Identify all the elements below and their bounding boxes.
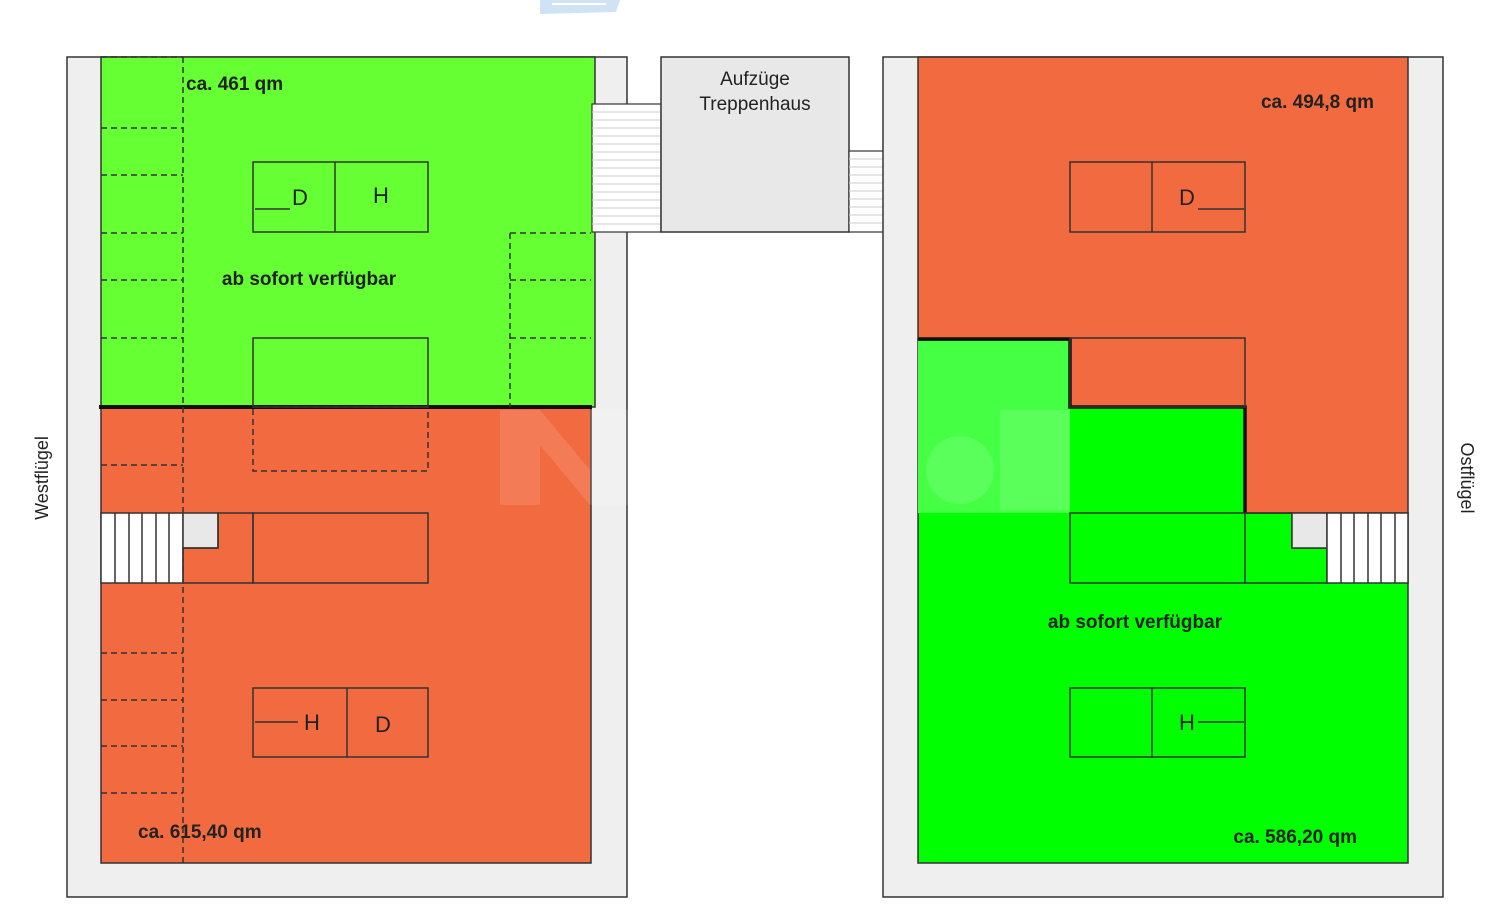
core-label-line1: Aufzüge [720,69,790,90]
east-wing-label: Ostflügel [1457,442,1477,513]
core-label-line2: Treppenhaus [699,94,810,115]
west-dashed-cubicles-right [509,232,591,407]
west-middle-block [252,337,429,408]
west-upper-fixture-block [252,161,429,233]
east-middle-room [1069,337,1246,408]
west-wing-label: Westflügel [32,436,52,520]
east-lower-fixture-block [1069,687,1246,758]
east-upper-area-label: ca. 494,8 qm [1261,92,1374,113]
west-lower-fixture-d-label: D [375,712,391,737]
watermark-text [500,410,1070,510]
west-lower-fixture-h-label: H [304,710,320,735]
core-elevators-stairwell [660,56,850,233]
west-lower-room [252,512,429,584]
west-bridge-hatched [591,103,662,233]
west-upper-area-label: ca. 461 qm [186,74,283,95]
east-lower-status-label: ab sofort verfügbar [1048,612,1223,633]
west-upper-status-label: ab sofort verfügbar [222,269,397,290]
east-lower-room [1069,512,1246,584]
west-upper-fixture-d-label: D [292,185,308,210]
west-upper-fixture-h-label: H [373,183,389,208]
west-middle-block-dashed [252,406,429,472]
west-dashed-cubicles-left [101,56,184,863]
west-lower-area-label: ca. 615,40 qm [138,822,262,843]
east-lower-area-label: ca. 586,20 qm [1233,827,1357,848]
east-upper-fixture-d-label: D [1179,185,1195,210]
east-upper-fixture-block [1069,161,1246,233]
east-light-green-patch [918,340,1070,513]
east-staircase-icon [1245,512,1409,584]
west-staircase-icon [100,512,254,584]
west-lower-fixture-block [252,687,429,758]
watermark-logo-icon [540,0,620,14]
east-lower-fixture-h-label: H [1179,710,1195,735]
